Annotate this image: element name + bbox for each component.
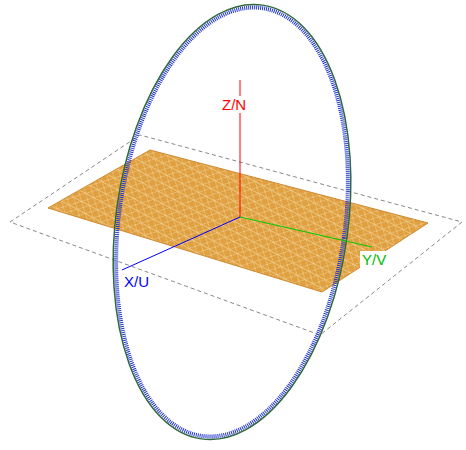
dashed-frame: [10, 135, 462, 335]
axis-label: Z/N: [220, 96, 248, 113]
axis-label: X/U: [122, 273, 151, 290]
y-axis: [240, 217, 372, 247]
x-axis: [122, 217, 240, 270]
ring: [87, 0, 378, 450]
axis-label: Y/V: [360, 251, 388, 268]
mesh-plane: [48, 150, 428, 292]
